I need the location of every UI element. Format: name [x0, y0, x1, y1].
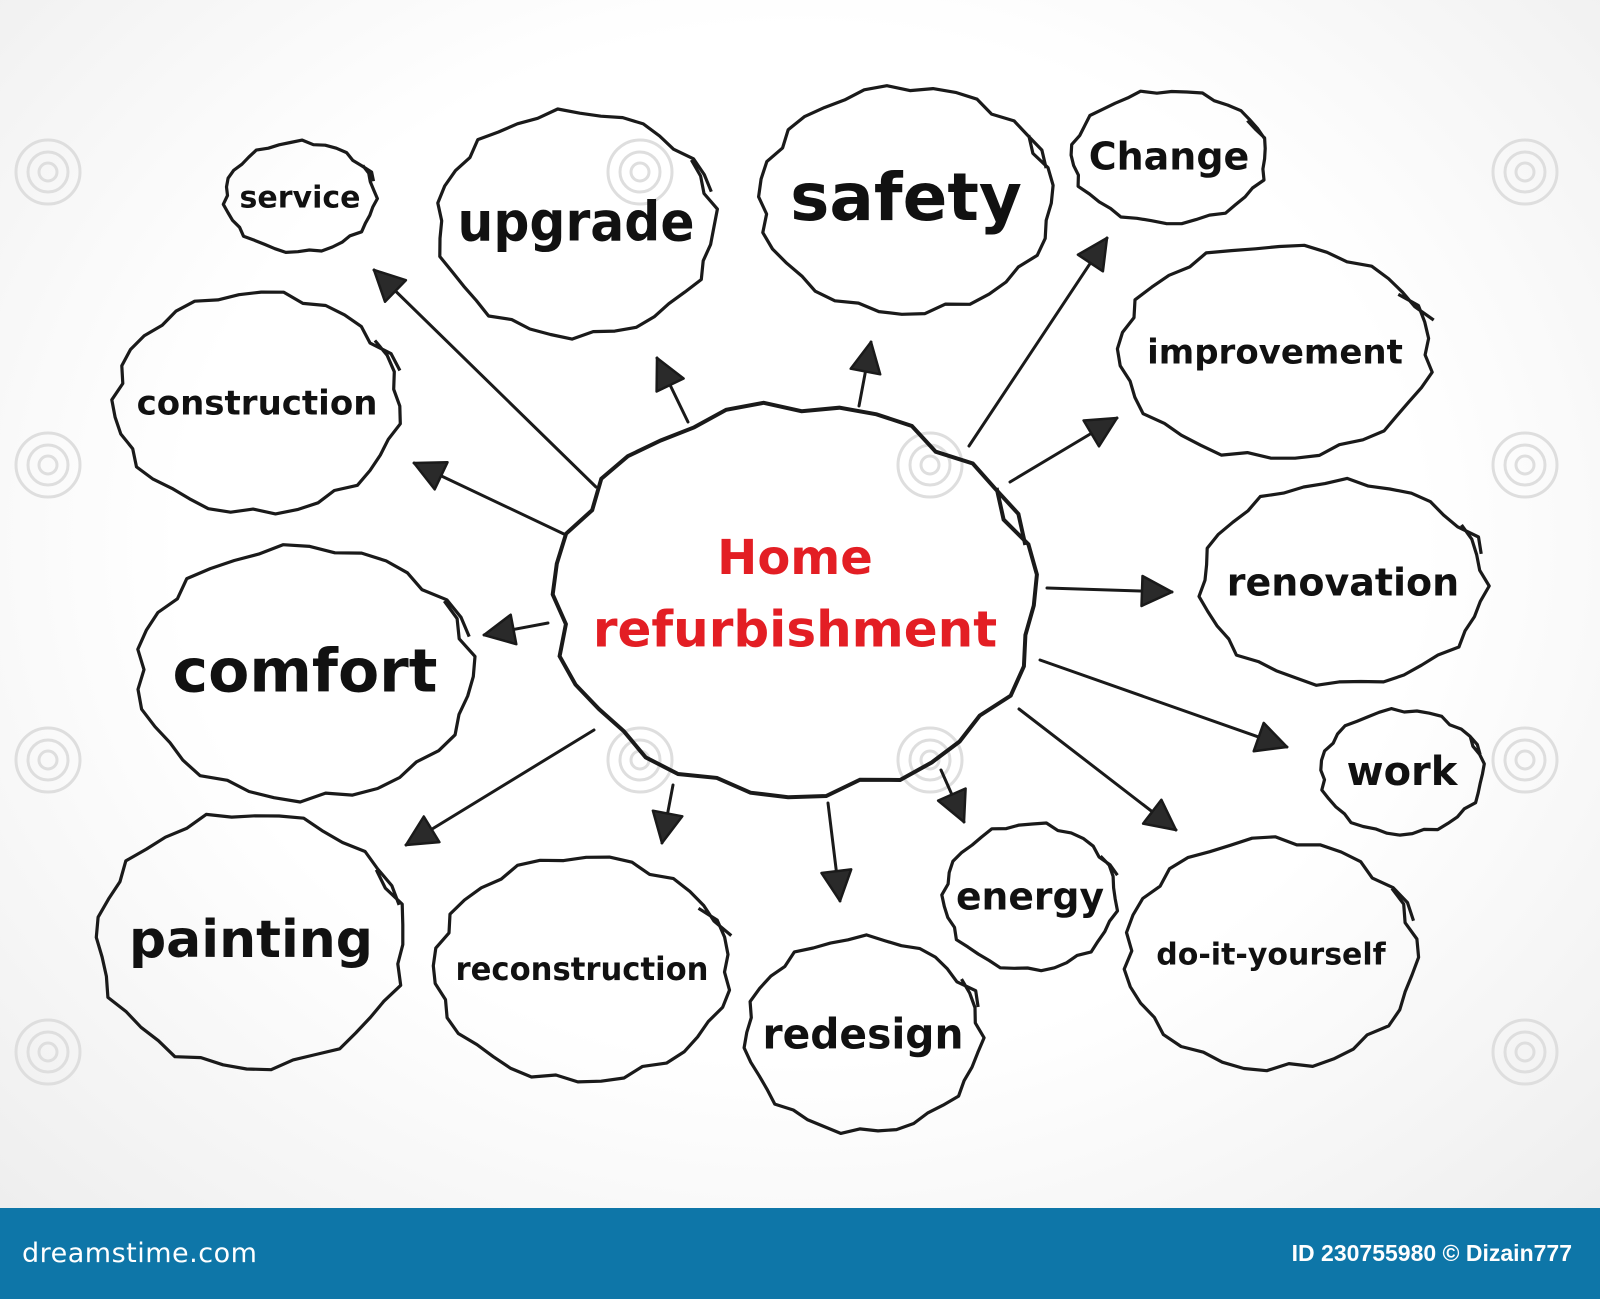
mind-map: Home refurbishment service upgrade safety Cha…: [14, 84, 1559, 1135]
node-upgrade: upgrade: [436, 107, 719, 341]
connector-do-it-yourself: [1017, 707, 1178, 832]
arrowhead-change: [1076, 236, 1109, 273]
node-painting: painting: [94, 812, 405, 1072]
arrowhead-painting: [404, 815, 441, 847]
node-label-comfort: comfort: [173, 637, 438, 707]
node-label-work: work: [1347, 749, 1459, 795]
node-ellipse-upgrade: [436, 107, 719, 341]
node-label-painting: painting: [129, 910, 373, 970]
arrowhead-energy: [936, 787, 967, 824]
edges: [372, 236, 1289, 903]
connector-service: [372, 268, 598, 489]
node-label-service: service: [240, 181, 361, 216]
arrowhead-do-it-yourself: [1141, 798, 1178, 832]
node-label-do-it-yourself: do-it-yourself: [1156, 938, 1386, 973]
node-safety: safety: [757, 84, 1055, 316]
arrowhead-upgrade: [655, 356, 685, 393]
node-ellipse-do-it-yourself: [1122, 835, 1421, 1073]
arrowhead-work: [1252, 721, 1289, 753]
watermark-swirls: [14, 138, 1559, 1086]
node-ellipse-service: [221, 138, 379, 254]
node-ellipse-change: [1069, 89, 1267, 226]
arrowhead-service: [372, 268, 408, 303]
node-ellipse-safety: [757, 84, 1055, 316]
diagram-canvas: Home refurbishment service upgrade safety Cha…: [0, 0, 1600, 1208]
node-reconstruction: reconstruction: [431, 855, 733, 1084]
arrowhead-safety: [849, 340, 882, 376]
central-topic: Home refurbishment: [550, 400, 1039, 800]
central-topic-ellipse: [550, 400, 1039, 800]
node-ellipse-construction: [110, 290, 402, 516]
node-renovation: renovation: [1197, 476, 1491, 687]
node-label-safety: safety: [790, 159, 1022, 236]
arrowhead-comfort: [482, 613, 518, 646]
node-ellipse-reconstruction: [431, 855, 733, 1084]
arrowhead-improvement: [1082, 416, 1119, 448]
node-ellipse-painting: [94, 812, 405, 1072]
node-ellipse-energy: [940, 821, 1120, 973]
node-label-redesign: redesign: [763, 1010, 964, 1059]
image-id-credit: ID 230755980 © Dizain777: [1291, 1240, 1572, 1266]
node-label-energy: energy: [956, 875, 1104, 919]
node-ellipse-comfort: [136, 543, 477, 804]
node-do-it-yourself: do-it-yourself: [1122, 835, 1421, 1073]
arrowhead-reconstruction: [651, 809, 684, 845]
node-label-renovation: renovation: [1227, 561, 1459, 605]
node-service: service: [221, 138, 379, 254]
node-improvement: improvement: [1115, 243, 1435, 460]
node-label-change: Change: [1089, 135, 1250, 179]
node-ellipse-work: [1319, 707, 1486, 837]
central-topic-line-2: refurbishment: [593, 601, 997, 659]
node-comfort: comfort: [136, 543, 477, 804]
topic-nodes: service upgrade safety Change improvement con…: [94, 84, 1491, 1135]
connector-painting: [404, 728, 596, 847]
node-ellipse-renovation: [1197, 476, 1491, 687]
node-label-improvement: improvement: [1147, 333, 1403, 373]
node-redesign: redesign: [742, 933, 986, 1135]
node-ellipse-redesign: [742, 933, 986, 1135]
arrowhead-redesign: [820, 868, 853, 903]
site-logo[interactable]: dreamstime.com: [22, 1238, 258, 1269]
node-label-upgrade: upgrade: [458, 191, 695, 254]
central-topic-line-1: Home: [717, 530, 873, 586]
node-construction: construction: [110, 290, 402, 516]
node-label-reconstruction: reconstruction: [456, 950, 709, 988]
node-work: work: [1319, 707, 1486, 837]
arrowhead-construction: [412, 461, 449, 491]
node-label-construction: construction: [137, 384, 378, 424]
arrowhead-renovation: [1140, 574, 1174, 608]
node-ellipse-improvement: [1115, 243, 1435, 460]
footer-bar: dreamstime.com ID 230755980 © Dizain777: [0, 1208, 1600, 1299]
connector-change: [967, 236, 1109, 448]
connector-work: [1038, 658, 1289, 749]
node-change: Change: [1069, 89, 1267, 226]
node-energy: energy: [940, 821, 1120, 973]
